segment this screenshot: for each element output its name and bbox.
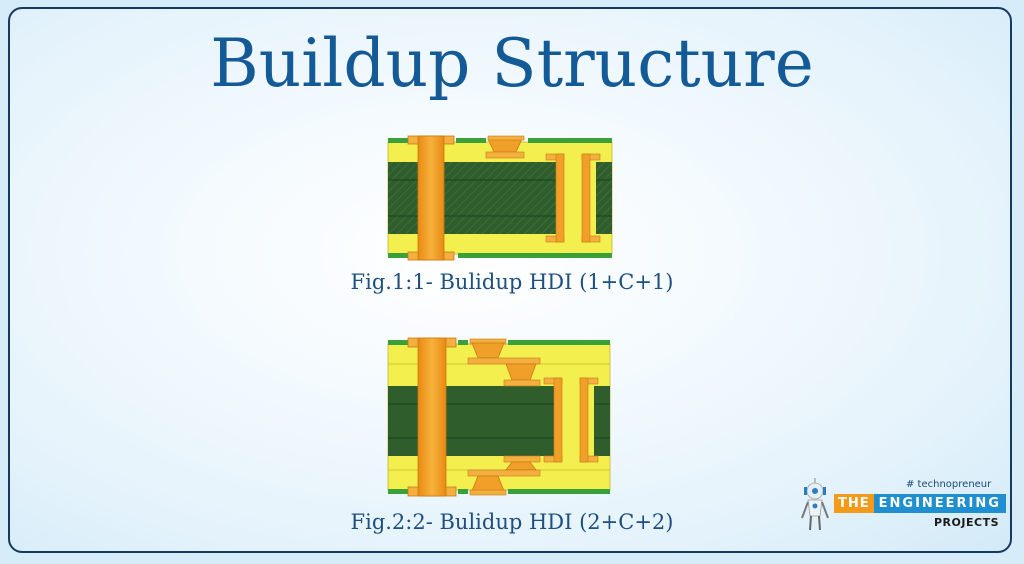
logo-projects: PROJECTS (934, 516, 999, 529)
logo-the: THE (834, 494, 874, 513)
pcb-diagram-2-c-2 (387, 337, 611, 497)
logo-brand-row: THE ENGINEERING (834, 494, 1006, 513)
engineering-projects-logo: # technopreneur THE ENGINEERING PROJECTS (798, 476, 1008, 534)
pcb-diagram-1-c-1 (387, 135, 613, 261)
slide-title: Buildup Structure (210, 25, 814, 102)
logo-engineering: ENGINEERING (873, 494, 1006, 513)
figure-caption-2: Fig.2:2- Bulidup HDI (2+C+2) (350, 510, 674, 534)
figure-caption-1: Fig.1:1- Bulidup HDI (1+C+1) (350, 270, 674, 294)
logo-tagline: # technopreneur (906, 479, 992, 490)
robot-icon (801, 478, 829, 531)
